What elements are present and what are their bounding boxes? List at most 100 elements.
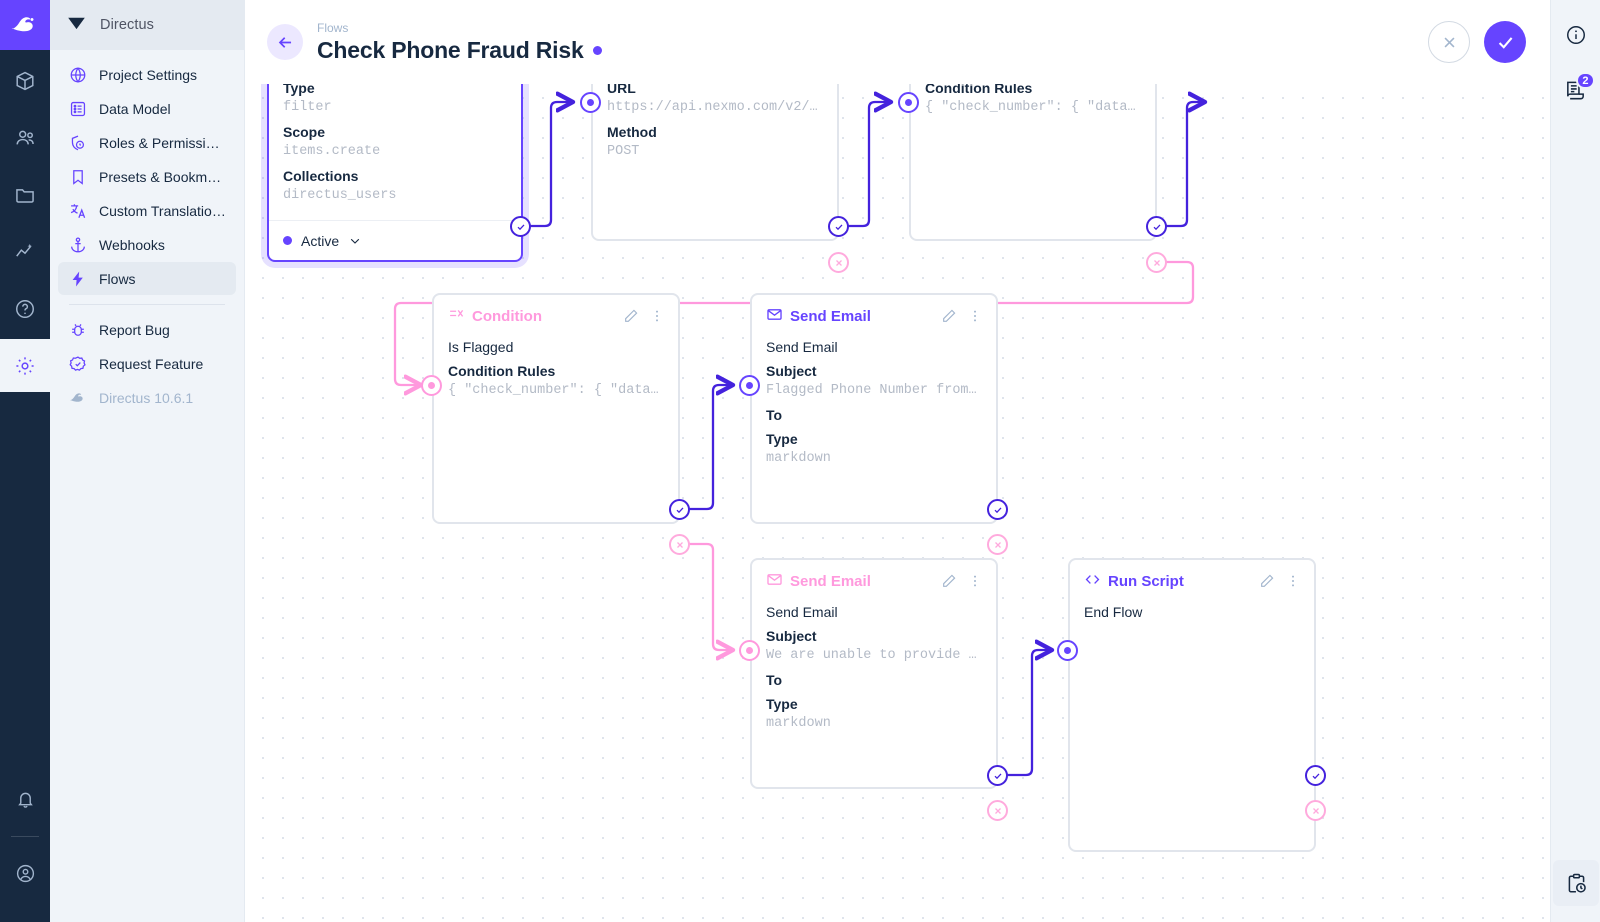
sidebar-item-roles-permissions[interactable]: Roles & Permissions [58,126,236,159]
node-header-actions [938,570,986,592]
node-name: Send Email [766,339,838,355]
module-content-icon[interactable] [0,54,50,107]
flow-canvas[interactable]: Trigger Event Hook Type filter Scope ite… [245,0,1550,922]
node-type: Send Email [766,571,871,592]
sidebar-item-webhooks[interactable]: Webhooks [58,228,236,261]
field-key: Subject [766,628,817,644]
module-insights-icon[interactable] [0,225,50,278]
mail-icon [766,571,783,592]
run-script-resolve-port[interactable] [1305,765,1326,786]
flow-node-run-script[interactable]: Run Script End Flow [1068,558,1316,852]
node-type-label: Send Email [790,572,871,590]
sidebar-item-custom-translations[interactable]: Custom Translations [58,194,236,227]
node-header-actions [938,305,986,327]
module-settings-icon[interactable] [0,339,50,392]
activity-clipboard-clock-icon[interactable] [1553,860,1599,906]
mail-icon [766,306,783,327]
edit-pencil-icon[interactable] [1256,570,1278,592]
node-header: Condition [434,295,678,337]
sidebar-item-label: Request Feature [99,355,204,372]
edit-pencil-icon[interactable] [938,305,960,327]
edit-pencil-icon[interactable] [620,305,642,327]
flow-status-dot-icon [592,45,602,55]
module-users-icon[interactable] [0,111,50,164]
send-email-flagged-input-port[interactable] [739,375,760,396]
send-email-flagged-resolve-port[interactable] [987,499,1008,520]
edit-pencil-icon[interactable] [938,570,960,592]
module-icon-list [0,50,50,392]
rail-bottom-group [0,773,50,922]
sidebar-item-label: Custom Translations [99,202,226,219]
send-email-unable-reject-port[interactable] [987,800,1008,821]
run-script-input-port[interactable] [1057,640,1078,661]
translate-icon [68,201,87,220]
field-value: markdown [766,451,831,466]
flow-editor: Trigger Event Hook Type filter Scope ite… [245,0,1550,922]
save-button[interactable] [1484,21,1526,63]
sidebar-version: Directus 10.6.1 [58,381,236,414]
module-rail [0,0,50,922]
chevron-down-icon[interactable] [348,234,362,248]
more-options-icon[interactable] [964,570,986,592]
sidebar-item-presets-bookmarks[interactable]: Presets & Bookmar… [58,160,236,193]
send-email-flagged-reject-port[interactable] [987,534,1008,555]
flow-node-send-email-flagged[interactable]: Send Email Send Email Subject Flagged [750,293,998,524]
flow-logs-icon[interactable]: 2 [1553,66,1599,112]
cancel-button[interactable] [1428,21,1470,63]
condition-flagged-resolve-port[interactable] [669,499,690,520]
back-button[interactable] [267,24,303,60]
more-options-icon[interactable] [646,305,668,327]
sidebar-item-report-bug[interactable]: Report Bug [58,313,236,346]
node-header: Send Email [752,560,996,602]
flow-node-condition-flagged[interactable]: Condition Is Flagged Condition Rules [432,293,680,524]
condition-flagged-input-port[interactable] [421,375,442,396]
sidebar-item-label: Webhooks [99,236,165,253]
field-value: { "check_number": { "data"… [448,383,664,398]
node-type-label: Run Script [1108,572,1184,590]
settings-sidebar: Directus Project Settings Data Model Rol [50,0,245,922]
send-email-unable-resolve-port[interactable] [987,765,1008,786]
condition-flagged-reject-port[interactable] [669,534,690,555]
user-account-icon[interactable] [0,847,50,900]
page-title: Check Phone Fraud Risk [317,36,584,63]
webhook-resolve-port[interactable] [828,216,849,237]
info-icon[interactable] [1553,12,1599,58]
field-key: To [766,407,783,423]
notifications-bell-icon[interactable] [0,773,50,826]
right-sidebar: 2 [1550,0,1600,922]
sidebar-item-project-settings[interactable]: Project Settings [58,58,236,91]
page-title-row: Check Phone Fraud Risk [317,37,602,64]
right-sidebar-bottom [1551,860,1600,922]
status-badge: Active [301,232,340,249]
field-value: We are unable to provide a… [766,648,982,663]
module-help-icon[interactable] [0,282,50,335]
condition-allowed-input-port[interactable] [898,92,919,113]
breadcrumb[interactable]: Flows [317,20,349,35]
node-header: Run Script [1070,560,1314,602]
rail-divider [11,836,39,837]
field-key: Scope [283,124,326,140]
trigger-resolve-port[interactable] [510,216,531,237]
more-options-icon[interactable] [964,305,986,327]
sidebar-item-data-model[interactable]: Data Model [58,92,236,125]
sidebar-nav-list: Project Settings Data Model Roles & Perm… [50,50,244,414]
sidebar-item-request-feature[interactable]: Request Feature [58,347,236,380]
node-type: Send Email [766,306,871,327]
run-script-reject-port[interactable] [1305,800,1326,821]
directus-logo[interactable] [0,0,50,50]
webhook-reject-port[interactable] [828,252,849,273]
webhook-input-port[interactable] [580,92,601,113]
sidebar-item-label: Project Settings [99,66,198,83]
sidebar-item-label: Flows [99,270,136,287]
sidebar-item-flows[interactable]: Flows [58,262,236,295]
more-options-icon[interactable] [1282,570,1304,592]
module-files-icon[interactable] [0,168,50,221]
field-value: { "check_number": { "data"… [925,100,1141,115]
flow-node-send-email-unable[interactable]: Send Email Send Email Subject We are [750,558,998,789]
send-email-unable-input-port[interactable] [739,640,760,661]
condition-allowed-reject-port[interactable] [1146,252,1167,273]
condition-allowed-resolve-port[interactable] [1146,216,1167,237]
field-value: https://api.nexmo.com/v2/ni [607,100,823,115]
node-header: Send Email [752,295,996,337]
node-status-bar[interactable]: Active [269,220,521,260]
